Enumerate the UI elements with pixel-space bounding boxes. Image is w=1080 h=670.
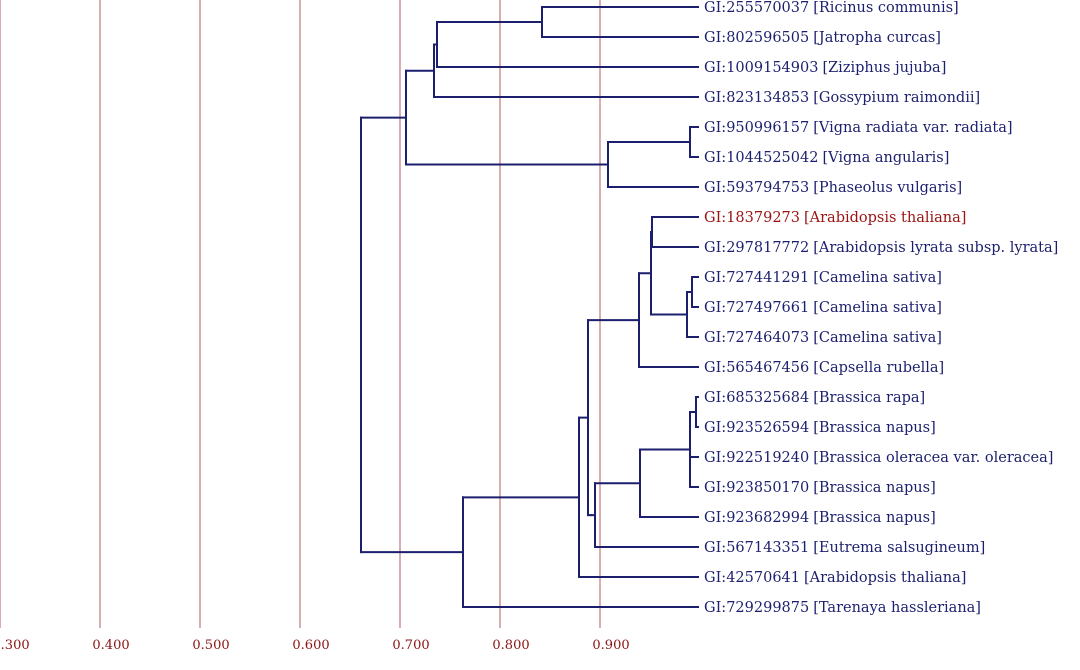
gridlines [0,0,601,628]
leaf-species: [Brassica oleracea var. oleracea] [813,450,1053,466]
x-axis-tick-labels: 0.300 0.400 0.500 0.600 0.700 0.800 0.900 [0,638,630,653]
leaf-species: [Arabidopsis thaliana] [804,570,966,586]
tree-branches [360,6,699,608]
leaf-label: GI:685325684[Brassica rapa] [704,390,925,406]
leaf-species: [Ricinus communis] [813,0,958,16]
leaf-species: [Arabidopsis thaliana] [804,210,966,226]
leaf-gi: GI:255570037 [704,0,809,16]
leaf-gi: GI:802596505 [704,30,809,46]
leaf-gi: GI:42570641 [704,570,800,586]
leaf-gi: GI:923850170 [704,480,809,496]
leaf-label: GI:1044525042[Vigna angularis] [704,150,949,166]
leaf-gi: GI:950996157 [704,120,809,136]
leaf-gi: GI:923526594 [704,420,809,436]
leaf-label: GI:727497661[Camelina sativa] [704,300,942,316]
leaf-gi: GI:297817772 [704,240,809,256]
leaf-species: [Camelina sativa] [813,300,942,316]
leaf-label: GI:729299875[Tarenaya hassleriana] [704,600,981,616]
leaf-label: GI:950996157[Vigna radiata var. radiata] [704,120,1013,136]
leaf-label: GI:593794753[Phaseolus vulgaris] [704,180,962,196]
x-tick-label: 0.800 [492,638,529,653]
leaf-species: [Jatropha curcas] [813,30,941,46]
leaf-species: [Arabidopsis lyrata subsp. lyrata] [813,240,1058,256]
leaf-label: GI:727464073[Camelina sativa] [704,330,942,346]
leaf-label: GI:18379273[Arabidopsis thaliana] [704,210,966,226]
leaf-label: GI:1009154903[Ziziphus jujuba] [704,60,946,76]
leaf-species: [Brassica rapa] [813,390,925,406]
leaf-labels: GI:255570037[Ricinus communis]GI:8025965… [704,0,1058,616]
x-tick-label: 0.900 [592,638,629,653]
leaf-gi: GI:923682994 [704,510,809,526]
leaf-species: [Capsella rubella] [813,360,944,376]
leaf-gi: GI:727441291 [704,270,809,286]
leaf-species: [Brassica napus] [813,420,936,436]
leaf-label: GI:567143351[Eutrema salsugineum] [704,540,985,556]
leaf-species: [Eutrema salsugineum] [813,540,985,556]
leaf-gi: GI:1044525042 [704,150,818,166]
leaf-label: GI:42570641[Arabidopsis thaliana] [704,570,966,586]
leaf-gi: GI:727464073 [704,330,809,346]
x-tick-label: 0.600 [292,638,329,653]
leaf-species: [Camelina sativa] [813,270,942,286]
leaf-label: GI:565467456[Capsella rubella] [704,360,944,376]
leaf-species: [Brassica napus] [813,480,936,496]
leaf-label: GI:923526594[Brassica napus] [704,420,936,436]
leaf-label: GI:727441291[Camelina sativa] [704,270,942,286]
leaf-label: GI:802596505[Jatropha curcas] [704,30,941,46]
leaf-gi: GI:567143351 [704,540,809,556]
leaf-label: GI:297817772[Arabidopsis lyrata subsp. l… [704,240,1058,256]
leaf-species: [Vigna angularis] [822,150,949,166]
leaf-label: GI:255570037[Ricinus communis] [704,0,959,16]
leaf-gi: GI:727497661 [704,300,809,316]
leaf-label: GI:923682994[Brassica napus] [704,510,936,526]
x-tick-label: 0.400 [92,638,129,653]
leaf-label: GI:922519240[Brassica oleracea var. oler… [704,450,1053,466]
leaf-gi: GI:593794753 [704,180,809,196]
leaf-gi: GI:18379273 [704,210,800,226]
leaf-species: [Camelina sativa] [813,330,942,346]
leaf-species: [Gossypium raimondii] [813,90,980,106]
leaf-gi: GI:823134853 [704,90,809,106]
x-tick-label: 0.500 [192,638,229,653]
leaf-label: GI:823134853[Gossypium raimondii] [704,90,980,106]
leaf-species: [Phaseolus vulgaris] [813,180,962,196]
leaf-species: [Ziziphus jujuba] [822,60,946,76]
x-tick-label: 0.300 [0,638,30,653]
x-tick-label: 0.700 [392,638,429,653]
leaf-gi: GI:565467456 [704,360,809,376]
leaf-label: GI:923850170[Brassica napus] [704,480,936,496]
leaf-gi: GI:1009154903 [704,60,818,76]
leaf-gi: GI:729299875 [704,600,809,616]
leaf-species: [Brassica napus] [813,510,936,526]
leaf-species: [Tarenaya hassleriana] [813,600,981,616]
leaf-species: [Vigna radiata var. radiata] [813,120,1012,136]
leaf-gi: GI:922519240 [704,450,809,466]
leaf-gi: GI:685325684 [704,390,809,406]
